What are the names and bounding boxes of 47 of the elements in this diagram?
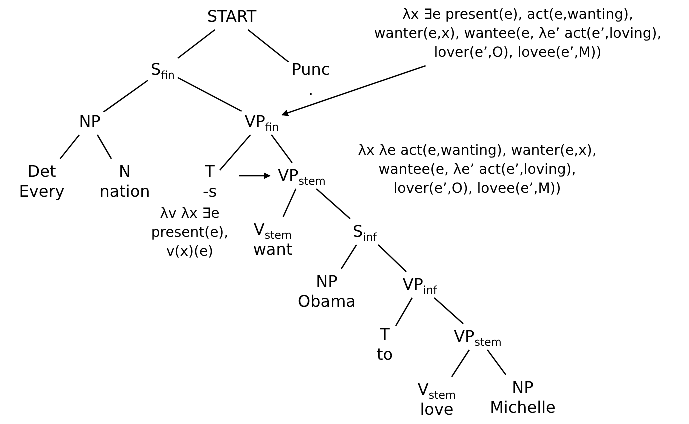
tree-branch-line	[378, 244, 407, 272]
tree-branch-line	[341, 244, 358, 270]
category-label: NP	[511, 378, 535, 398]
word-label: Michelle	[490, 398, 556, 418]
category-label: VP$_{stem}$	[454, 327, 502, 347]
tree-branch-line	[220, 134, 252, 171]
category-label: V$_{stem}$	[418, 380, 456, 400]
arrow	[239, 172, 271, 180]
tree-branch-line	[395, 298, 413, 326]
category-label: N	[118, 162, 132, 182]
category-label: VP$_{inf}$	[402, 275, 438, 295]
word-label: nation	[100, 182, 150, 202]
tree-branch-line	[316, 188, 351, 220]
tree-branch-line	[178, 77, 242, 112]
word-label: .	[307, 80, 315, 100]
semantic-formula: λv λx ∃e present(e), v(x)(e)	[150, 205, 230, 262]
tree-branch-line	[451, 350, 470, 378]
word-label: Obama	[298, 292, 356, 312]
category-label: T	[204, 162, 216, 182]
category-label: S$_{fin}$	[151, 60, 175, 80]
category-label: VP$_{stem}$	[278, 166, 326, 186]
tree-branch-line	[282, 188, 297, 218]
category-label: NP	[315, 272, 339, 292]
category-label: Det	[26, 162, 58, 182]
category-label: S$_{inf}$	[353, 222, 377, 242]
tree-branch-line	[248, 30, 290, 63]
category-label: Punc	[292, 60, 330, 80]
tree-branch-line	[97, 134, 112, 160]
category-label: T	[379, 325, 391, 345]
tree-branch-line	[178, 29, 216, 60]
word-label: to	[376, 345, 394, 365]
tree-branch-line	[103, 80, 148, 113]
tree-branch-line	[271, 134, 293, 164]
word-label: -s	[202, 182, 218, 202]
arrow	[282, 65, 426, 116]
word-label: love	[419, 400, 455, 420]
word-label: Every	[19, 182, 65, 202]
word-label: want	[253, 240, 293, 260]
semantic-formula: λx λe act(e,wanting), wanter(e,x), wantee(e, λe’ act(e’,loving), lover(e’,O), lovee(e’,M))	[357, 142, 598, 199]
tree-branch-line	[487, 350, 507, 376]
tree-branch-line	[434, 298, 464, 324]
semantic-formula: λx ∃e present(e), act(e,wanting), wanter(e,x), wantee(e, λe’ act(e’,loving), lover(e’,O), lovee(e’,M))	[368, 6, 668, 63]
category-label: NP	[79, 112, 101, 132]
tree-branch-line	[60, 134, 80, 160]
category-label: VP$_{fin}$	[244, 112, 280, 132]
category-label: START	[207, 7, 257, 27]
category-label: V$_{stem}$	[253, 220, 293, 240]
